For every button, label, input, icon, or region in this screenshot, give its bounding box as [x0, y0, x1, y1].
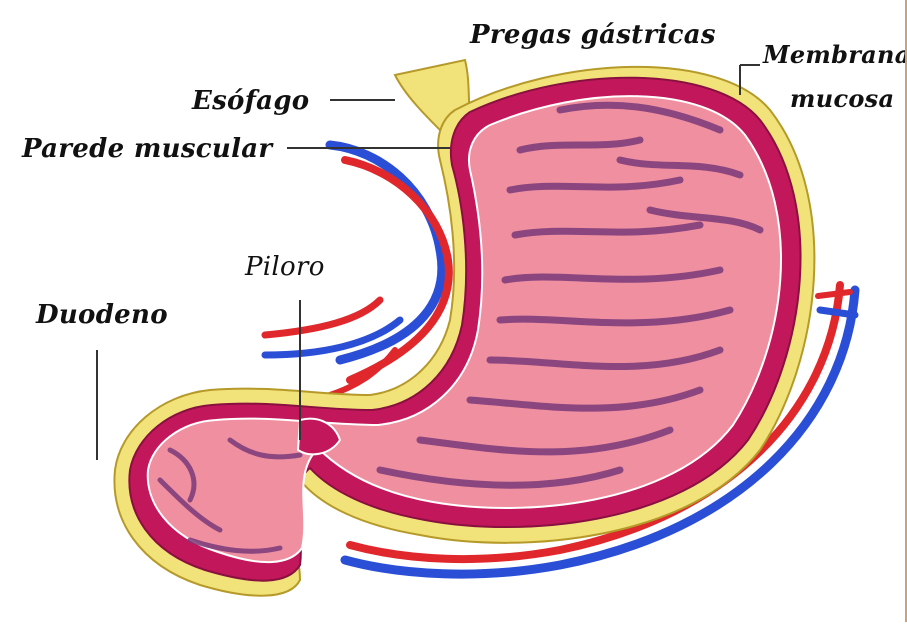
label-membrana: Membrana	[763, 40, 907, 69]
label-parede-muscular: Parede muscular	[22, 134, 272, 164]
label-esofago: Esófago	[192, 86, 309, 116]
label-mucosa: mucosa	[790, 84, 894, 113]
label-duodeno: Duodeno	[36, 300, 168, 330]
label-pregas-gastricas: Pregas gástricas	[470, 20, 716, 50]
label-piloro: Piloro	[245, 252, 325, 282]
